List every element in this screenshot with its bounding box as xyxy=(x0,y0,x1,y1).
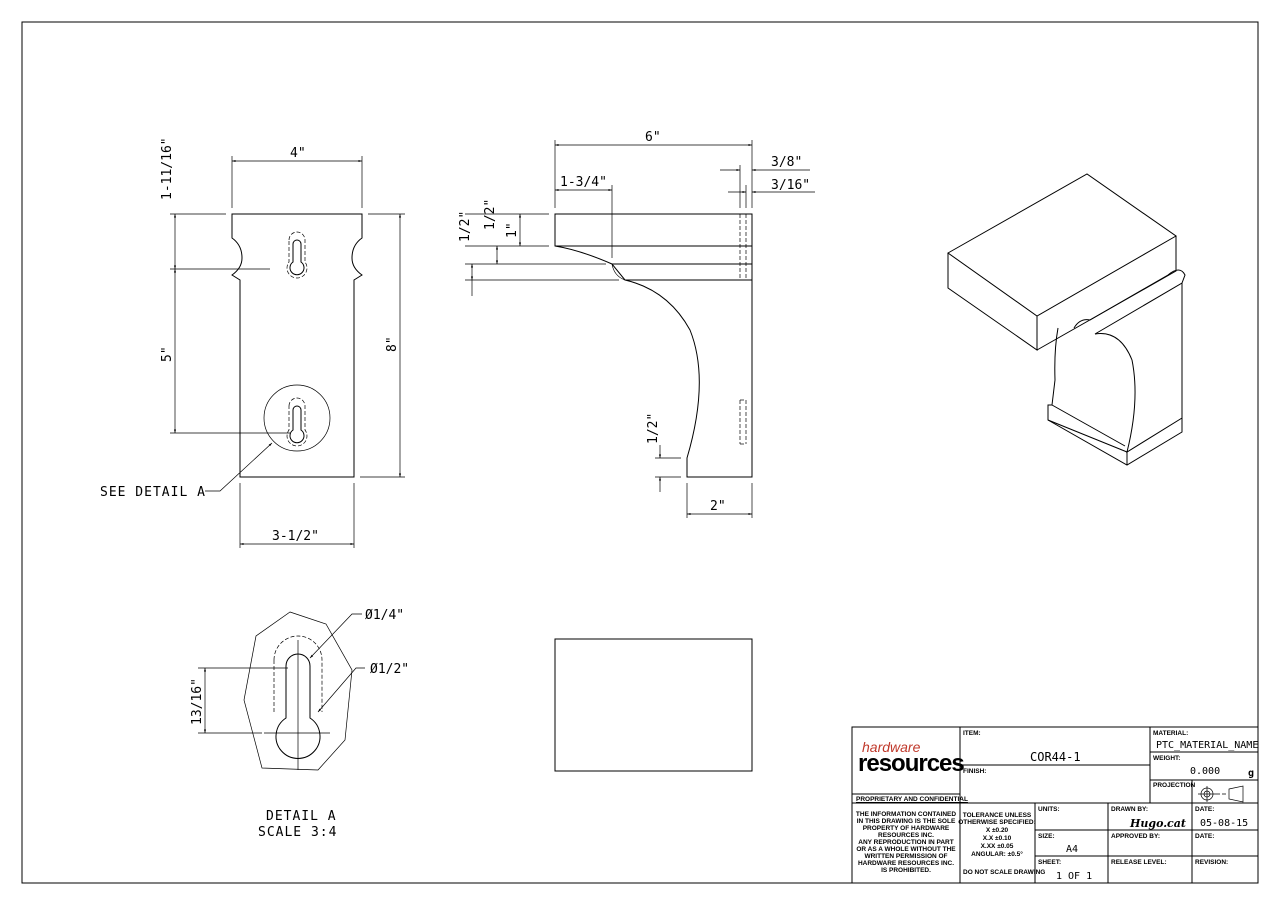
logo-top: hardware xyxy=(862,739,921,755)
tolerance-line-3: X ±0.20 xyxy=(986,827,1009,834)
dim-13-16: 13/16" xyxy=(190,678,205,725)
dim-3-16: 3/16" xyxy=(771,178,810,193)
dim-2: 2" xyxy=(710,499,726,514)
logo-bottom: resources xyxy=(858,750,964,777)
weight-value: 0.000 xyxy=(1190,766,1220,777)
detail-title: DETAIL A xyxy=(266,809,337,824)
dim-phi-1-2: Ø1/2" xyxy=(370,662,409,677)
weight-unit: g xyxy=(1248,768,1254,779)
notice-line-3: PROPERTY OF HARDWARE xyxy=(863,825,950,832)
notice-line-6: OR AS A WHOLE WITHOUT THE xyxy=(856,846,956,853)
dim-1: 1" xyxy=(505,222,520,238)
sheet-value: 1 OF 1 xyxy=(1056,871,1092,882)
side-view: 6" 3/8" 3/16" 1-3/4" 1" 1/2" 1/2" 1/2" xyxy=(458,130,815,518)
size-label: SIZE: xyxy=(1038,833,1055,840)
notice-line-9: IS PROHIBITED. xyxy=(881,867,931,874)
proprietary-label: PROPRIETARY AND CONFIDENTIAL xyxy=(856,796,968,803)
drawn-by-value: Hugo.cat xyxy=(1129,817,1186,830)
dim-1-3-4: 1-3/4" xyxy=(560,175,607,190)
detail-a-view: Ø1/4" Ø1/2" 13/16" DETAIL A SCALE 3:4 xyxy=(190,608,409,840)
notice-line-1: THE INFORMATION CONTAINED xyxy=(856,811,956,818)
drawn-by-label: DRAWN BY: xyxy=(1111,806,1148,813)
date2-label: DATE: xyxy=(1195,833,1214,840)
item-label: ITEM: xyxy=(963,730,981,737)
no-scale-label: DO NOT SCALE DRAWING xyxy=(963,869,1045,876)
see-detail-callout: SEE DETAIL A xyxy=(100,485,206,500)
item-value: COR44-1 xyxy=(1030,750,1081,764)
dim-top-step: 1-11/16" xyxy=(160,137,175,200)
tolerance-line-6: ANGULAR: ±0.5° xyxy=(971,850,1023,858)
bottom-view-outline xyxy=(554,638,753,772)
tolerance-line-5: X.XX ±0.05 xyxy=(981,843,1014,850)
dim-phi-1-4: Ø1/4" xyxy=(365,608,404,623)
notice-line-4: RESOURCES INC. xyxy=(878,832,934,839)
sheet-label: SHEET: xyxy=(1038,859,1061,866)
notice-line-7: WRITTEN PERMISSION OF xyxy=(864,853,947,860)
title-block: hardware resources PROPRIETARY AND CONFI… xyxy=(851,726,1259,884)
notice-line-2: IN THIS DRAWING IS THE SOLE xyxy=(857,818,956,825)
third-angle-projection-icon xyxy=(1198,785,1244,803)
revision-label: REVISION: xyxy=(1195,859,1228,866)
tolerance-line-4: X.X ±0.10 xyxy=(983,835,1012,842)
isometric-view xyxy=(947,173,1186,466)
sheet-border xyxy=(21,21,1259,884)
approved-by-label: APPROVED BY: xyxy=(1111,833,1160,840)
dim-top-width: 4" xyxy=(290,146,306,161)
notice-line-5: ANY REPRODUCTION IN PART xyxy=(858,839,953,846)
finish-label: FINISH: xyxy=(963,768,986,775)
dim-hole-spacing: 5" xyxy=(160,346,175,362)
release-level-label: RELEASE LEVEL: xyxy=(1111,859,1167,866)
dim-1-2-b: 1/2" xyxy=(483,199,498,230)
dim-bottom-width: 3-1/2" xyxy=(272,529,319,544)
material-label: MATERIAL: xyxy=(1153,730,1188,737)
weight-label: WEIGHT: xyxy=(1153,755,1180,762)
detail-scale: SCALE 3:4 xyxy=(258,825,337,840)
date-value: 05-08-15 xyxy=(1200,818,1248,829)
dim-1-2-a: 1/2" xyxy=(458,211,473,242)
date-label: DATE: xyxy=(1195,806,1214,813)
notice-line-8: HARDWARE RESOURCES INC. xyxy=(858,860,954,867)
front-view: 4" 1-11/16" 5" 8" 3-1/2" SEE DETAIL A xyxy=(100,137,405,548)
projection-label: PROJECTION xyxy=(1153,782,1196,789)
dim-3-8: 3/8" xyxy=(771,155,802,170)
material-value: PTC_MATERIAL_NAME xyxy=(1156,740,1258,751)
dim-1-2-c: 1/2" xyxy=(646,413,661,444)
tolerance-line-2: OTHERWISE SPECIFIED: xyxy=(958,819,1036,826)
dim-depth: 6" xyxy=(645,130,661,145)
size-value: A4 xyxy=(1066,844,1078,855)
dim-overall-height: 8" xyxy=(385,336,400,352)
tolerance-line-1: TOLERANCE UNLESS xyxy=(963,812,1032,819)
units-label: UNITS: xyxy=(1038,806,1060,813)
